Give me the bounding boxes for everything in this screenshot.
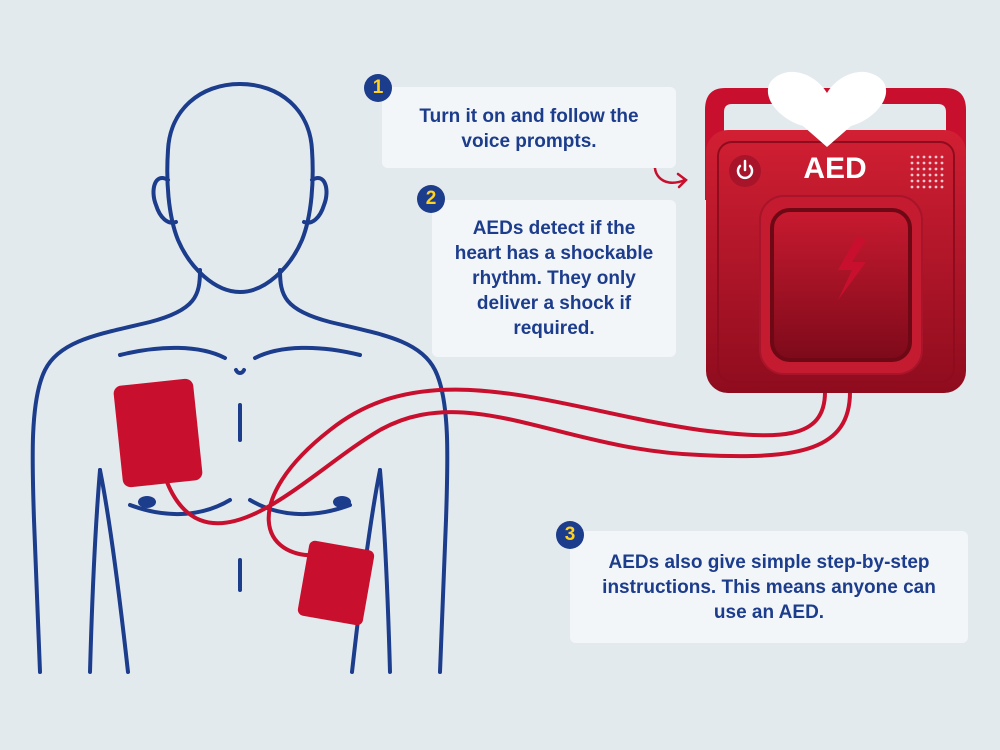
neck-and-shoulders (30, 268, 202, 674)
speaker-dot (922, 167, 926, 171)
speaker-dot (934, 155, 938, 159)
lightning-bolt-icon (838, 236, 866, 300)
arm-left-inner (88, 468, 102, 674)
speaker-dot (934, 173, 938, 177)
step-1-callout: Turn it on and follow the voice prompts. (382, 87, 676, 168)
speaker-dot (940, 167, 944, 171)
speaker-grille-icon (910, 155, 944, 189)
nipple-right (333, 496, 351, 508)
speaker-dot (940, 173, 944, 177)
speaker-dot (922, 179, 926, 183)
aed-label: AED (803, 152, 867, 185)
speaker-dot (940, 155, 944, 159)
speaker-dot (940, 161, 944, 165)
ear-left (151, 176, 178, 225)
speaker-dot (940, 179, 944, 183)
speaker-dot (928, 155, 932, 159)
electrode-cables (158, 387, 852, 558)
step-2-badge: 2 (417, 185, 445, 213)
head (165, 82, 315, 294)
heart-icon (767, 71, 887, 147)
speaker-dot (934, 167, 938, 171)
speaker-dot (922, 155, 926, 159)
speaker-dot (928, 167, 932, 171)
speaker-dot (922, 161, 926, 165)
electrode-pad-upper (113, 378, 203, 488)
heart-panel (770, 208, 912, 362)
speaker-dot (916, 179, 920, 183)
speaker-dot (916, 167, 920, 171)
nipple-left (138, 496, 156, 508)
speaker-dot (910, 161, 914, 165)
speaker-dot (922, 185, 926, 189)
speaker-dot (910, 173, 914, 177)
aed-handle (705, 88, 966, 200)
step-3-callout: AEDs also give simple step-by-step instr… (570, 531, 968, 643)
speaker-dot (916, 155, 920, 159)
speaker-dot (916, 173, 920, 177)
step-3-badge: 3 (556, 521, 584, 549)
step-1-badge: 1 (364, 74, 392, 102)
speaker-dot (934, 185, 938, 189)
arm-right-inner (378, 468, 392, 674)
speaker-dot (928, 173, 932, 177)
speaker-dot (910, 167, 914, 171)
step-2-text: AEDs detect if the heart has a shockable… (454, 218, 654, 339)
speaker-dot (940, 185, 944, 189)
step-1-text: Turn it on and follow the voice prompts. (419, 105, 639, 152)
speaker-dot (910, 179, 914, 183)
power-icon (736, 159, 754, 180)
step-2-callout: AEDs detect if the heart has a shockable… (432, 200, 676, 357)
speaker-dot (916, 161, 920, 165)
speaker-dot (934, 179, 938, 183)
human-body-outline (30, 82, 450, 674)
speaker-dot (922, 173, 926, 177)
speaker-dot (928, 185, 932, 189)
speaker-dot (928, 179, 932, 183)
ear-right (302, 176, 329, 225)
electrode-pad-lower (297, 540, 375, 626)
step-3-text: AEDs also give simple step-by-step instr… (602, 551, 936, 623)
aed-device (705, 71, 966, 393)
collarbones (118, 345, 362, 360)
speaker-dot (910, 185, 914, 189)
speaker-dot (916, 185, 920, 189)
chest-line (128, 498, 352, 516)
speaker-dot (928, 161, 932, 165)
speaker-dot (934, 161, 938, 165)
speaker-dot (910, 155, 914, 159)
torso-left (98, 468, 130, 674)
